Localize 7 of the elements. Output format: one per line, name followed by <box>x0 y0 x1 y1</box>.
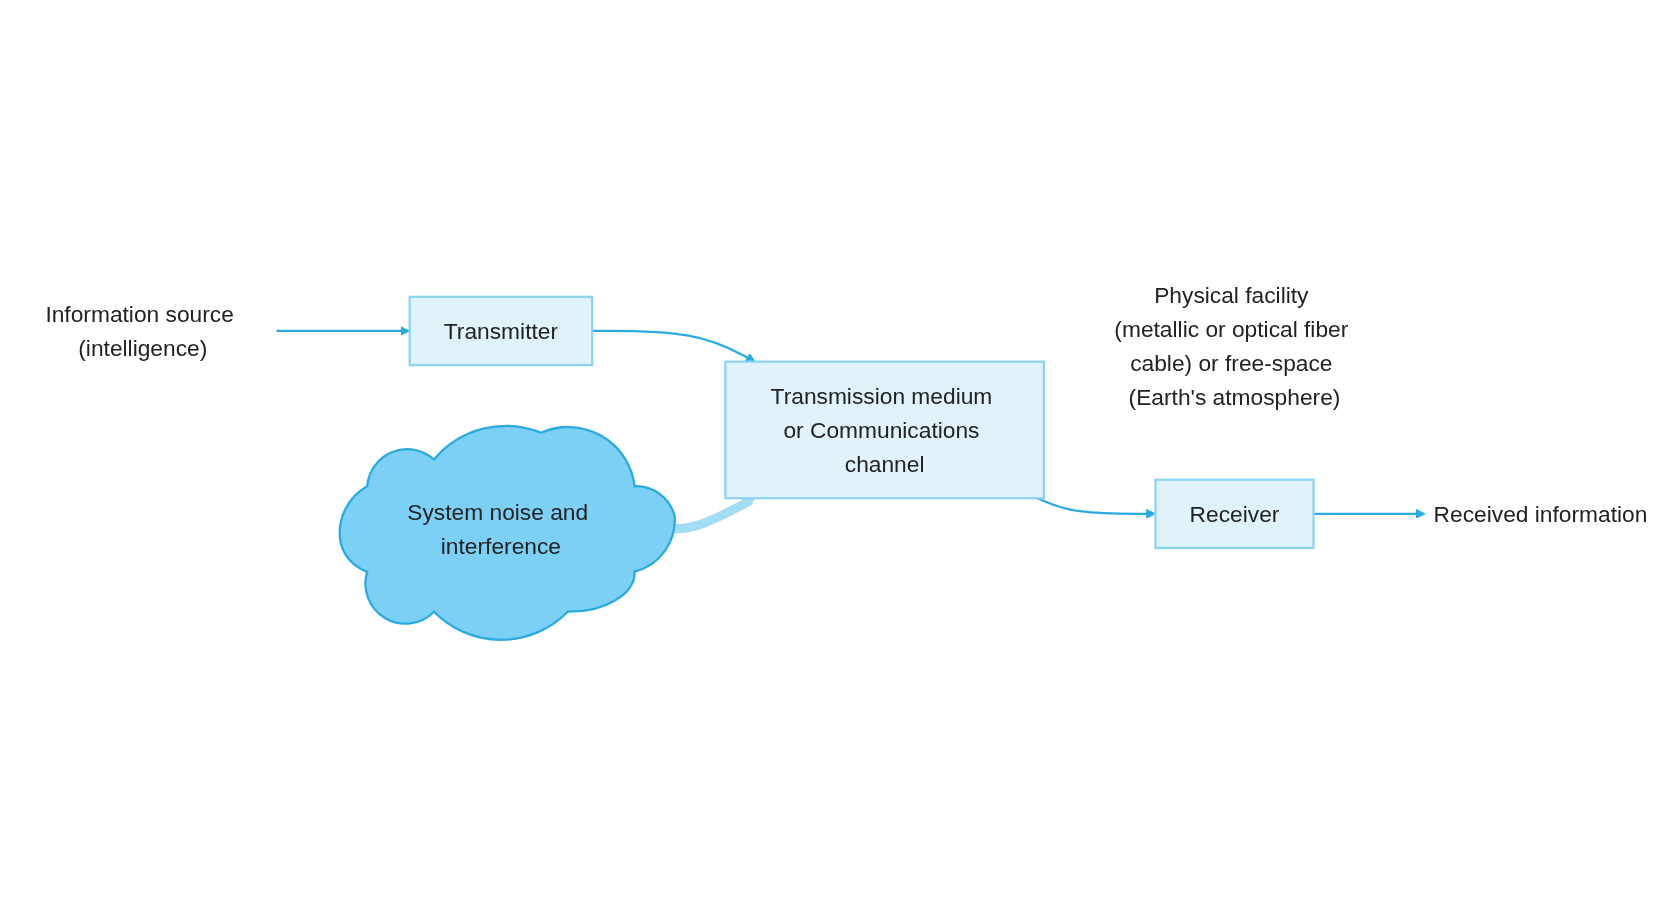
node-box: Transmission medium or Communications channel <box>724 360 1046 500</box>
node-box: Receiver <box>1154 478 1315 550</box>
node-text: Information source (intelligence) <box>45 301 234 361</box>
node-label: Physical facility (metallic or optical fiber cable) or free-space (Earth's atmosphere) <box>1114 282 1349 410</box>
node-text: Received information <box>1433 501 1648 527</box>
node-box: Transmitter <box>408 295 594 367</box>
arrow <box>1313 508 1426 519</box>
